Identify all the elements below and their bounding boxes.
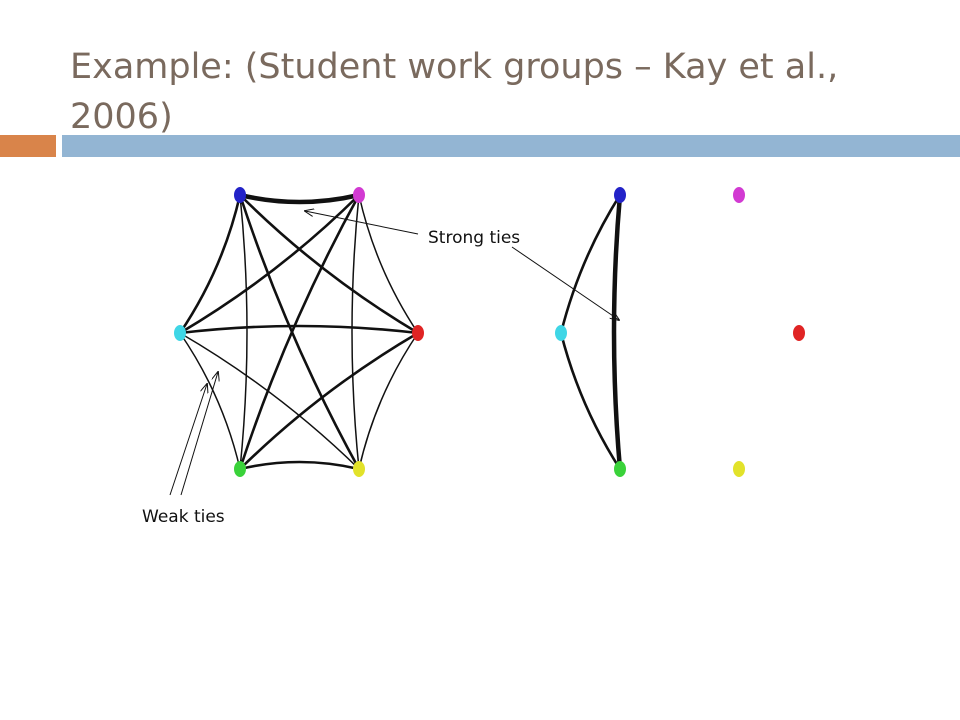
strong-network-node-yellow [733, 461, 745, 477]
weak-ties-arrow-2 [180, 372, 218, 496]
full-network-node-magenta [353, 187, 365, 203]
strong-network-node-magenta [733, 187, 745, 203]
full-network-edge-green-yellow [238, 460, 361, 471]
full-network-edge-magenta-cyan [178, 193, 361, 335]
strong-ties-arrow-left [305, 211, 419, 235]
full-network-edge-magenta-green [238, 193, 361, 471]
full-network-edges [178, 192, 420, 471]
strong-network-node-blue [614, 187, 626, 203]
full-network-node-blue [234, 187, 246, 203]
strong-network-edge-blue-cyan [559, 193, 622, 335]
weak-ties-arrow-1 [169, 384, 207, 496]
full-network-node-green [234, 461, 246, 477]
strong-network-node-green [614, 461, 626, 477]
strong-network-nodes [555, 187, 805, 477]
strong-ties-arrow-right [511, 246, 619, 320]
weak-ties-label: Weak ties [142, 507, 225, 527]
full-network-edge-blue-yellow [238, 193, 361, 471]
slide-title: Example: (Student work groups – Kay et a… [70, 47, 839, 137]
full-network-edge-cyan-green [179, 332, 241, 470]
strong-network-edge-blue-green [611, 192, 623, 472]
full-network-edge-blue-magenta [237, 192, 362, 205]
strong-network-edge-cyan-green [559, 331, 622, 471]
full-network-node-yellow [353, 461, 365, 477]
full-network-node-red [412, 325, 424, 341]
full-network-edge-blue-green [239, 194, 248, 470]
full-network-edge-red-green [238, 331, 420, 471]
full-network-node-cyan [174, 325, 186, 341]
strong-network-node-cyan [555, 325, 567, 341]
annotation-arrows [169, 211, 619, 496]
strong-ties-label: Strong ties [428, 228, 521, 248]
full-network-edge-cyan-yellow [179, 332, 360, 470]
full-network-edge-magenta-yellow [351, 194, 360, 470]
accent-bar-orange [0, 135, 56, 157]
strong-network-edges [559, 192, 623, 472]
full-network-edge-red-yellow [358, 332, 419, 470]
full-network-edge-blue-red [238, 193, 420, 335]
full-network-edge-blue-cyan [178, 193, 242, 335]
accent-bar-blue [62, 135, 960, 157]
full-network-edge-cyan-red [178, 324, 420, 335]
strong-network-node-red [793, 325, 805, 341]
full-network-nodes [174, 187, 424, 477]
full-network-edge-magenta-red [358, 194, 419, 334]
